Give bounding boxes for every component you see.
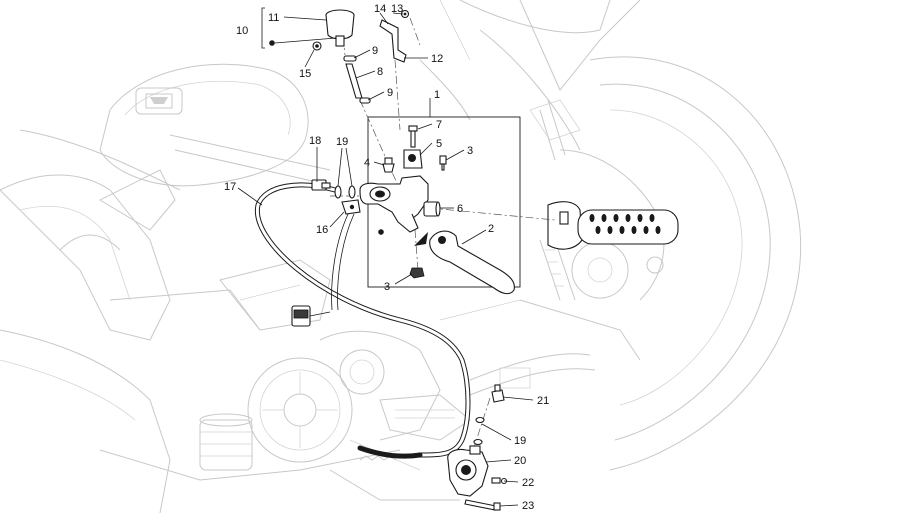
clutch-lever: [414, 230, 515, 295]
reservoir-bracket: [379, 19, 407, 63]
bullet-marker: [269, 40, 275, 46]
washers-19-top: [334, 185, 356, 199]
callout-19-upper: 19: [336, 136, 348, 148]
leader-lines: [237, 12, 534, 507]
washers-19-bottom: [473, 416, 485, 446]
hose-fitting-16: [341, 199, 361, 215]
bleeder-4: [382, 157, 395, 173]
sensor-cable: [291, 209, 355, 327]
reservoir-hose-8: [345, 63, 363, 99]
clutch-master-cylinder: [359, 175, 429, 233]
callout-15: 15: [299, 68, 311, 80]
callout-2: 2: [488, 223, 494, 235]
nut-3-bottom: [409, 267, 425, 279]
handlebar-grip: [547, 201, 679, 250]
callout-9-upper: 9: [372, 45, 378, 57]
callout-19-lower: 19: [514, 435, 526, 447]
callout-13: 13: [391, 3, 403, 15]
callout-3-lower: 3: [384, 281, 390, 293]
callout-23: 23: [522, 500, 534, 512]
clutch-fluid-reservoir: [325, 9, 355, 47]
bolt-7: [408, 125, 418, 148]
callout-11: 11: [268, 12, 279, 24]
callout-8: 8: [377, 66, 383, 78]
callout-4: 4: [364, 157, 370, 169]
bleeder-21: [491, 384, 505, 403]
callout-16: 16: [316, 224, 328, 236]
callout-3-upper: 3: [467, 145, 473, 157]
callout-7: 7: [436, 119, 442, 131]
banjo-bolt-18: [311, 179, 331, 191]
switch-5: [403, 149, 423, 169]
callout-17: 17: [224, 181, 236, 193]
callout-labels: 1 2 3 3 4 5 6 7 8 9 9 10 11 12 13 14 15 …: [224, 3, 549, 512]
callout-5: 5: [436, 138, 442, 150]
screw-3-top: [439, 155, 447, 171]
callout-12: 12: [431, 53, 443, 65]
motorcycle-outline: [0, 0, 802, 513]
callout-1: 1: [434, 89, 440, 101]
bolt-23: [464, 499, 501, 511]
bushing-6: [423, 201, 441, 217]
callout-14: 14: [374, 3, 386, 15]
clutch-hose-17: [254, 182, 471, 459]
callout-22: 22: [522, 477, 534, 489]
callout-21: 21: [537, 395, 549, 407]
direction-arrow-icon: [414, 232, 428, 246]
callout-6: 6: [457, 203, 463, 215]
group-bracket: [261, 7, 265, 49]
callout-18: 18: [309, 135, 321, 147]
slave-cylinder-20: [447, 445, 489, 497]
washer-15: [312, 41, 322, 51]
callout-20: 20: [514, 455, 526, 467]
callout-10: 10: [236, 25, 248, 37]
hose-clip-9: [343, 55, 371, 104]
callout-9-lower: 9: [387, 87, 393, 99]
bullet-marker: [378, 229, 384, 235]
